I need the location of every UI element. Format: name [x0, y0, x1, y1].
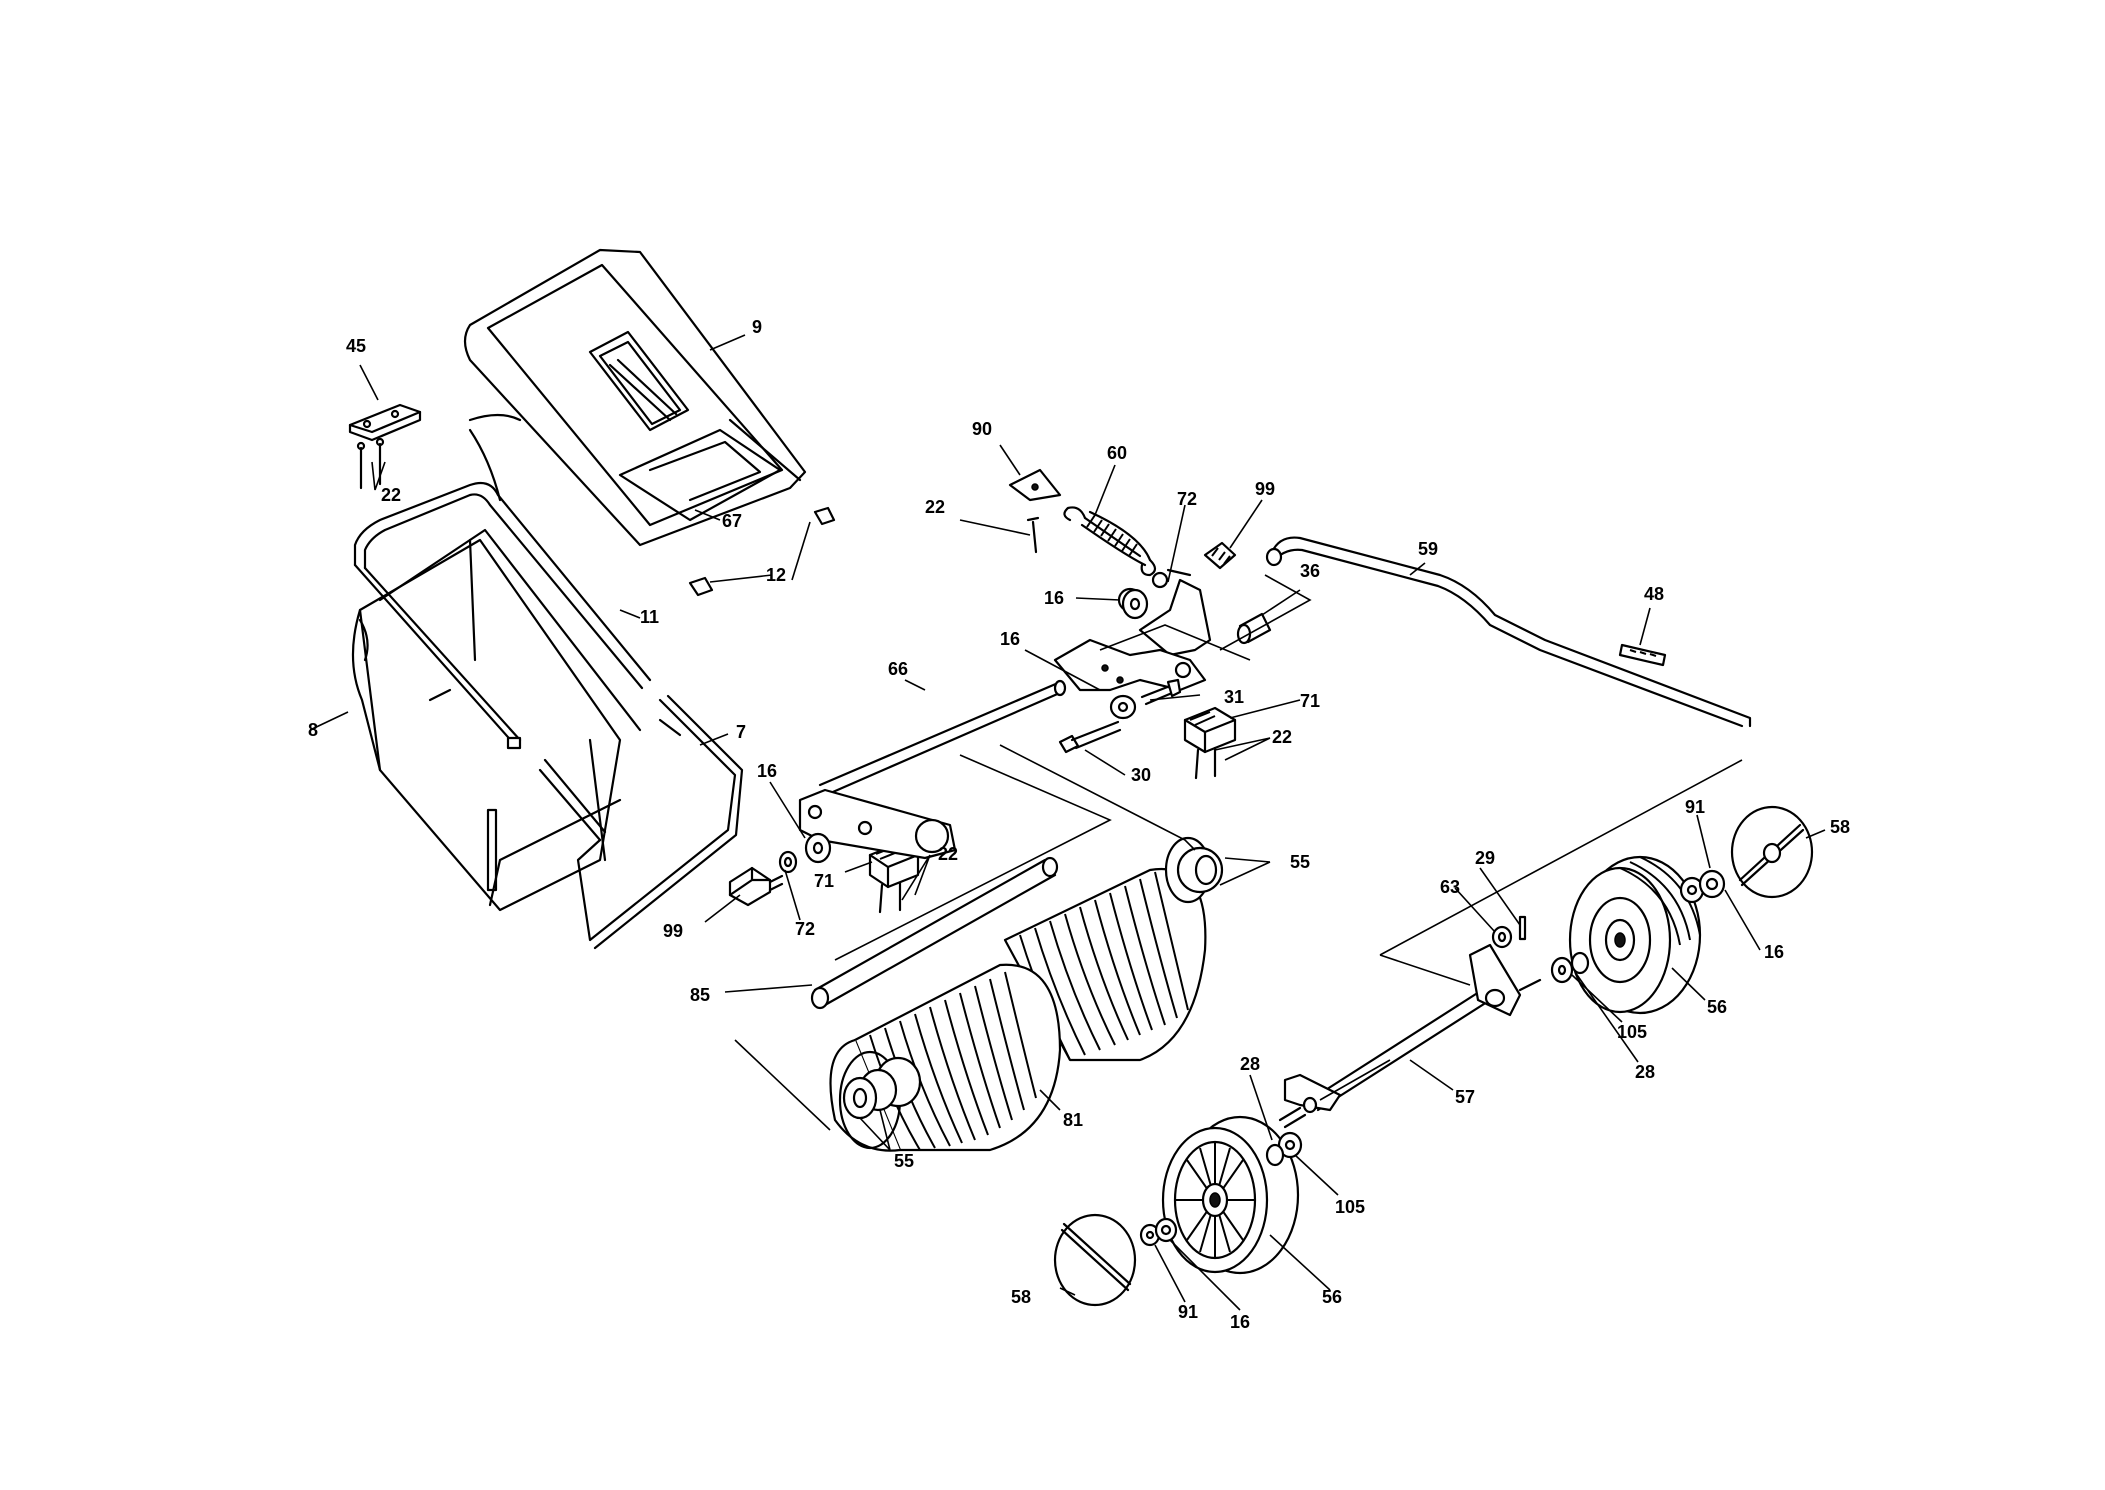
spacer-bushing — [1236, 612, 1272, 645]
callout-label: 56 — [1322, 1287, 1342, 1307]
warning-label — [1618, 643, 1667, 667]
height-adjust-lever — [1053, 568, 1212, 692]
hex-nut — [1698, 869, 1726, 899]
adjuster-knob — [1203, 541, 1237, 570]
callout-leaders — [309, 334, 1826, 1311]
callout-label: 16 — [1230, 1312, 1250, 1332]
drum-end-cap — [842, 1056, 922, 1120]
rear-wheel-right — [1568, 855, 1702, 1015]
washer — [1121, 588, 1149, 620]
callout-label: 16 — [1000, 629, 1020, 649]
callout-label: 63 — [1440, 877, 1460, 897]
washer — [1550, 956, 1574, 984]
callout-label: 57 — [1455, 1087, 1475, 1107]
callout-label: 31 — [1224, 687, 1244, 707]
callout-label: 99 — [1255, 479, 1275, 499]
callout-label: 60 — [1107, 443, 1127, 463]
screw-pair — [356, 437, 385, 490]
callout-label: 22 — [1272, 727, 1292, 747]
callout-label: 71 — [814, 871, 834, 891]
callout-label: 71 — [1300, 691, 1320, 711]
bearing-bush — [1570, 951, 1590, 975]
retaining-clips — [688, 506, 836, 597]
callout-label: 67 — [722, 511, 742, 531]
callout-label: 29 — [1475, 848, 1495, 868]
bearing-block — [1183, 706, 1237, 780]
tension-spring — [1063, 506, 1157, 577]
callout-label: 22 — [938, 844, 958, 864]
callout-label: 16 — [1044, 588, 1064, 608]
washer — [804, 832, 832, 864]
grass-box-handle — [353, 481, 652, 750]
bracket-plate — [1008, 468, 1062, 502]
callout-label: 91 — [1178, 1302, 1198, 1322]
callout-label: 58 — [1830, 817, 1850, 837]
washer — [1265, 1143, 1285, 1167]
callout-label: 16 — [757, 761, 777, 781]
spring-washer — [778, 850, 798, 874]
callout-label: 28 — [1635, 1062, 1655, 1082]
callout-label: 8 — [308, 720, 318, 740]
washer — [1109, 694, 1137, 720]
callout-label: 81 — [1063, 1110, 1083, 1130]
drum-end-cap — [1176, 846, 1224, 894]
callout-label: 7 — [736, 722, 746, 742]
handle-rod — [1265, 536, 1752, 728]
callout-label: 12 — [766, 565, 786, 585]
hub-cap — [1730, 805, 1814, 899]
wood-screw — [1026, 516, 1040, 554]
callout-label: 36 — [1300, 561, 1320, 581]
callout-label: 59 — [1418, 539, 1438, 559]
callout-label: 11 — [640, 607, 659, 627]
hinge-rod — [538, 694, 744, 950]
callout-label: 72 — [795, 919, 815, 939]
callout-label: 85 — [690, 985, 710, 1005]
washer — [1491, 925, 1513, 949]
adjuster-knob — [728, 866, 784, 907]
callout-label: 90 — [972, 419, 992, 439]
clip-bracket — [348, 403, 422, 442]
callout-label: 48 — [1644, 584, 1664, 604]
callout-label: 22 — [925, 497, 945, 517]
grass-box-lid — [463, 248, 807, 547]
callout-label: 9 — [752, 317, 762, 337]
callout-label: 91 — [1685, 797, 1705, 817]
callout-label: 45 — [346, 336, 366, 356]
callout-label: 66 — [888, 659, 908, 679]
callout-label: 55 — [1290, 852, 1310, 872]
bolt — [1058, 720, 1122, 754]
bolt — [1140, 678, 1182, 706]
rear-wheel-left — [1161, 1115, 1300, 1275]
callout-labels: 9 45 22 67 12 11 8 7 90 60 72 99 22 16 3… — [308, 317, 1850, 1332]
callout-label: 30 — [1131, 765, 1151, 785]
callout-label: 105 — [1617, 1022, 1647, 1042]
callout-label: 105 — [1335, 1197, 1365, 1217]
callout-label: 28 — [1240, 1054, 1260, 1074]
spindle-rod — [810, 856, 1059, 1010]
hub-cap — [1053, 1213, 1137, 1307]
callout-label: 58 — [1011, 1287, 1031, 1307]
drive-shaft — [798, 679, 1067, 860]
assembly-guide-lines — [734, 574, 1743, 1131]
callout-label: 99 — [663, 921, 683, 941]
callout-label: 72 — [1177, 489, 1197, 509]
callout-label: 56 — [1707, 997, 1727, 1017]
rear-axle — [1278, 943, 1542, 1129]
split-pin — [1518, 915, 1527, 941]
hex-nut — [1154, 1217, 1178, 1243]
callout-label: 16 — [1764, 942, 1784, 962]
callout-label: 22 — [381, 485, 401, 505]
callout-label: 55 — [894, 1151, 914, 1171]
